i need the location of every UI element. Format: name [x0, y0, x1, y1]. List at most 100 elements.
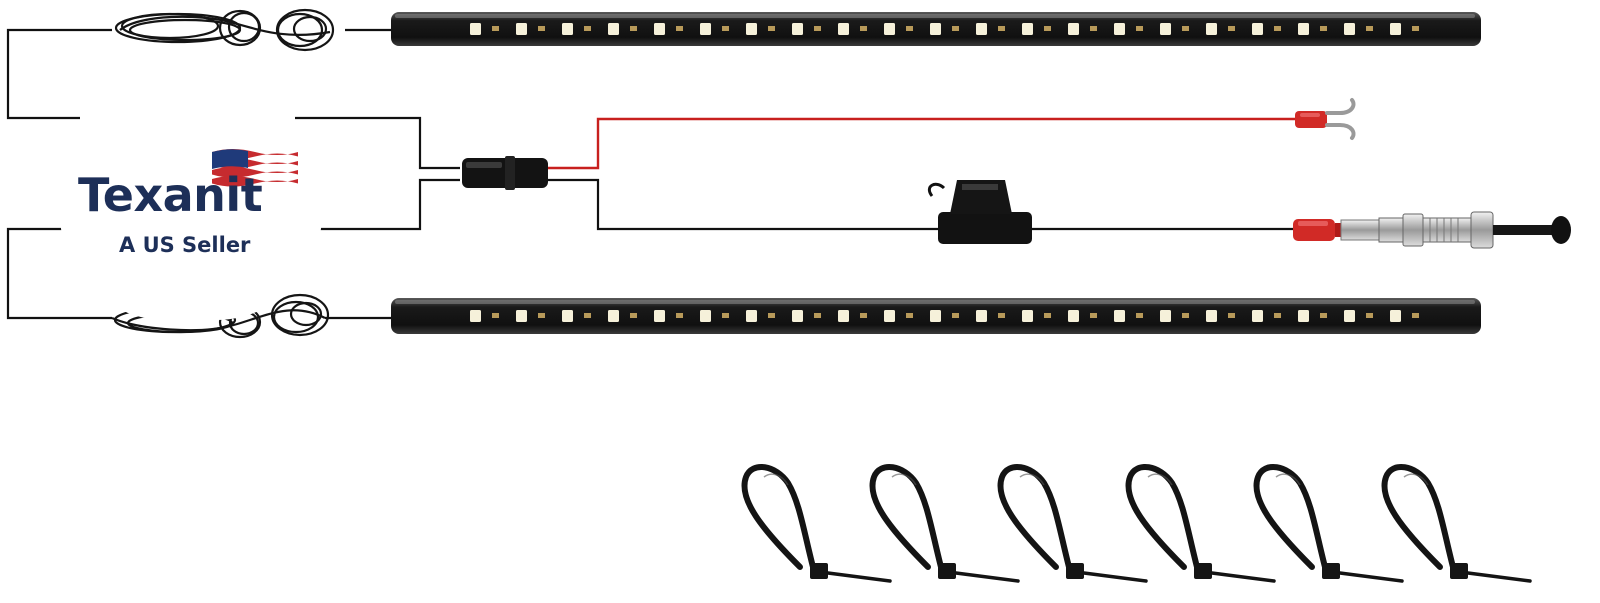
cable-ties — [741, 464, 1532, 583]
led-chip — [1114, 23, 1125, 35]
led-chip — [976, 23, 987, 35]
led-chip — [608, 310, 619, 322]
light-strip-top — [391, 12, 1481, 46]
led-chip — [792, 310, 803, 322]
resistor — [952, 313, 959, 318]
brand-name: Texanit — [78, 168, 263, 222]
resistor — [768, 313, 775, 318]
resistor — [676, 313, 683, 318]
resistor — [1274, 313, 1281, 318]
resistor — [1366, 26, 1373, 31]
led-chip — [516, 23, 527, 35]
led-chip — [1252, 310, 1263, 322]
resistor — [1136, 26, 1143, 31]
led-chip — [608, 23, 619, 35]
led-chip — [1160, 23, 1171, 35]
inline-fuse-holder — [927, 180, 1032, 244]
resistor — [1412, 313, 1419, 318]
resistor — [998, 26, 1005, 31]
cable-coil-top — [114, 8, 335, 52]
push-button-switch — [1293, 211, 1571, 249]
resistor — [952, 26, 959, 31]
led-chip — [746, 310, 757, 322]
resistor — [1320, 313, 1327, 318]
led-chip — [1206, 23, 1217, 35]
fork-terminal — [1295, 98, 1356, 140]
led-chip — [1022, 23, 1033, 35]
cable-tie — [1253, 464, 1404, 583]
resistor — [1090, 313, 1097, 318]
resistor — [998, 313, 1005, 318]
cable-tie — [1125, 464, 1276, 583]
led-row-top — [470, 23, 1419, 35]
led-chip — [1298, 310, 1309, 322]
led-chip — [562, 310, 573, 322]
cable-tie — [1381, 464, 1532, 583]
brand-badge — [60, 108, 322, 320]
brand-tagline: A US Seller — [119, 233, 251, 257]
resistor — [538, 313, 545, 318]
resistor — [1366, 313, 1373, 318]
resistor — [1228, 26, 1235, 31]
resistor — [1228, 313, 1235, 318]
led-chip — [930, 23, 941, 35]
resistor — [676, 26, 683, 31]
wire-harness — [6, 28, 1300, 320]
resistor — [1182, 26, 1189, 31]
led-chip — [838, 23, 849, 35]
led-chip — [1160, 310, 1171, 322]
led-chip — [1390, 23, 1401, 35]
resistor — [492, 313, 499, 318]
led-chip — [1022, 310, 1033, 322]
resistor — [492, 26, 499, 31]
led-chip — [930, 310, 941, 322]
cable-tie — [741, 464, 892, 583]
led-chip — [1206, 310, 1217, 322]
led-chip — [884, 310, 895, 322]
led-chip — [746, 23, 757, 35]
resistor — [814, 313, 821, 318]
resistor — [584, 26, 591, 31]
led-chip — [976, 310, 987, 322]
led-chip — [1344, 23, 1355, 35]
led-chip — [654, 310, 665, 322]
light-strip-bottom — [391, 298, 1481, 334]
resistor — [630, 313, 637, 318]
y-splitter-connector — [462, 156, 548, 190]
resistor — [1044, 313, 1051, 318]
resistor — [1182, 313, 1189, 318]
resistor — [860, 313, 867, 318]
resistor — [906, 26, 913, 31]
led-chip — [470, 23, 481, 35]
resistor — [906, 313, 913, 318]
resistor — [1274, 26, 1281, 31]
resistor — [860, 26, 867, 31]
resistor — [584, 313, 591, 318]
led-chip — [1114, 310, 1125, 322]
led-chip — [1344, 310, 1355, 322]
led-chip — [470, 310, 481, 322]
resistor — [722, 26, 729, 31]
led-chip — [700, 23, 711, 35]
led-chip — [1252, 23, 1263, 35]
led-chip — [1390, 310, 1401, 322]
resistor — [1090, 26, 1097, 31]
led-chip — [838, 310, 849, 322]
led-chip — [884, 23, 895, 35]
led-chip — [1068, 23, 1079, 35]
resistor — [538, 26, 545, 31]
resistor — [814, 26, 821, 31]
power-wire — [548, 117, 1305, 170]
led-chip — [654, 23, 665, 35]
led-chip — [700, 310, 711, 322]
led-chip — [1068, 310, 1079, 322]
led-row-bottom — [470, 310, 1419, 322]
resistor — [630, 26, 637, 31]
led-chip — [516, 310, 527, 322]
resistor — [1136, 313, 1143, 318]
resistor — [1044, 26, 1051, 31]
led-chip — [562, 23, 573, 35]
resistor — [1412, 26, 1419, 31]
resistor — [768, 26, 775, 31]
resistor — [1320, 26, 1327, 31]
